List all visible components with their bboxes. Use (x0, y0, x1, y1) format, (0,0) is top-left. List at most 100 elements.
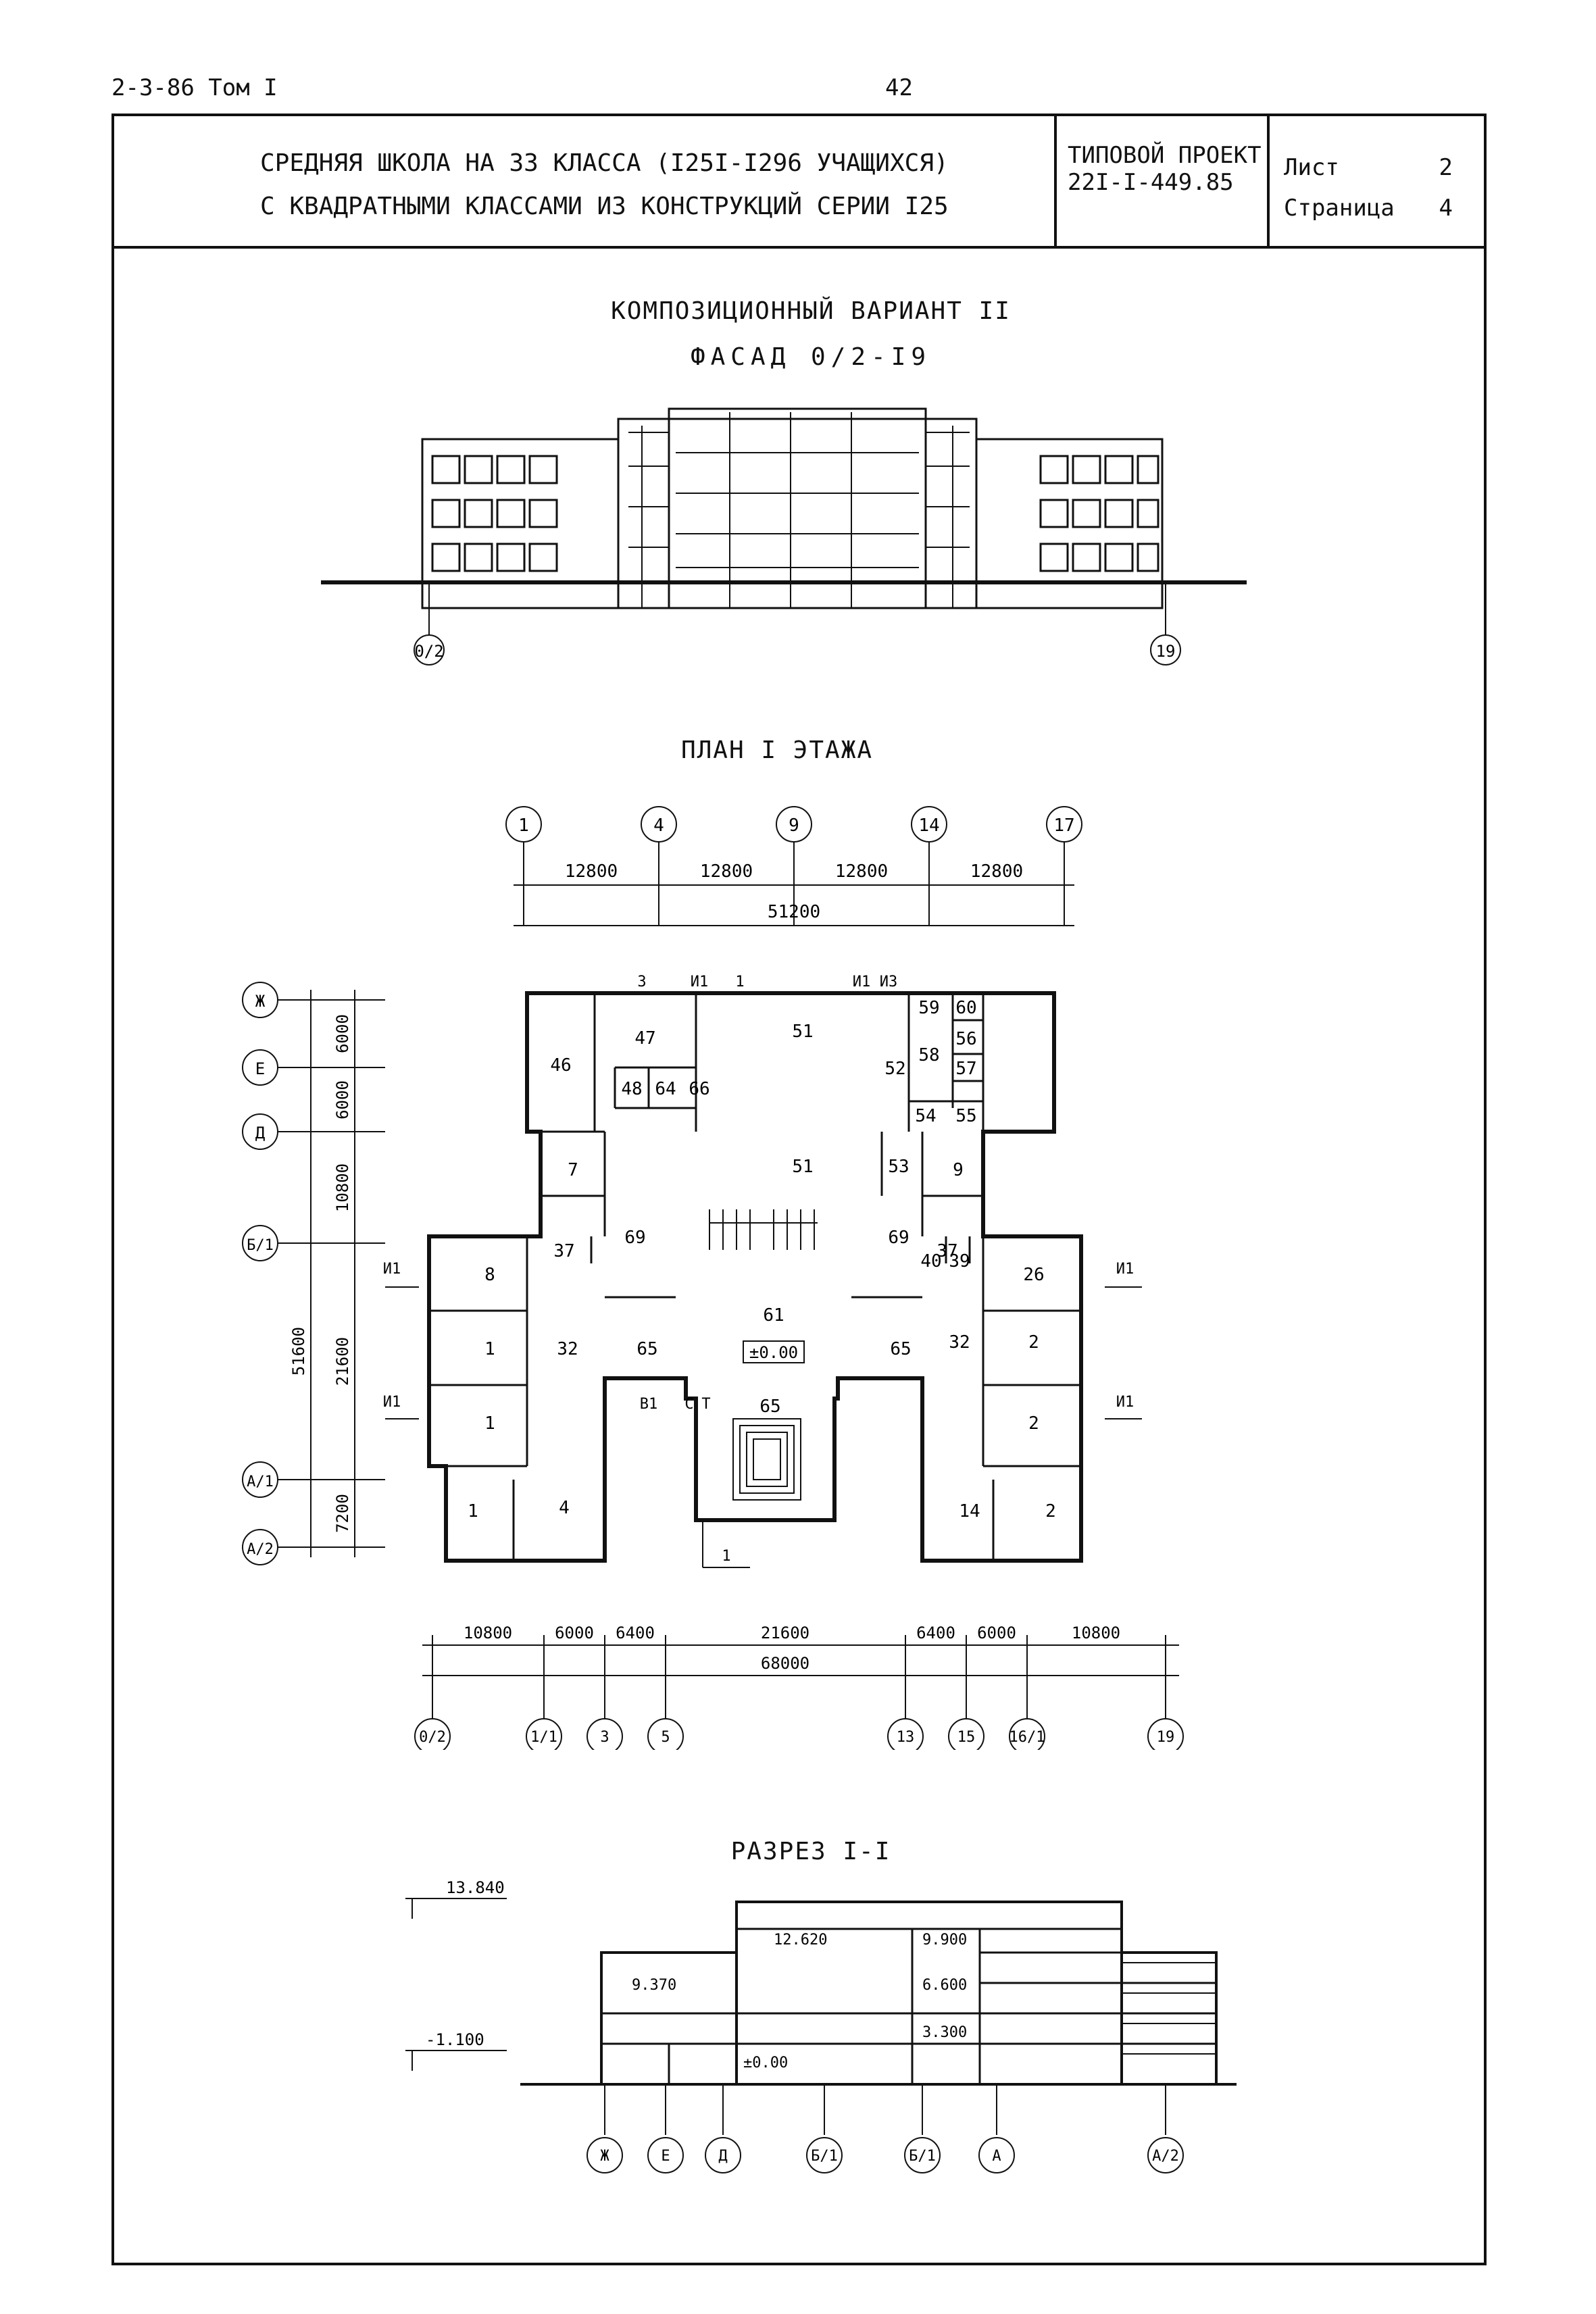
room-number: 64 (655, 1079, 676, 1099)
section-axis-label: А (992, 2148, 1001, 2165)
top-dimension: 12800 (565, 861, 618, 882)
room-number: 57 (955, 1059, 976, 1079)
entry-mark: И1 (853, 974, 871, 990)
left-dimension: 21600 (333, 1337, 352, 1386)
bottom-axis-label: 15 (957, 1729, 976, 1746)
room-number: 51 (792, 1022, 813, 1042)
bottom-dimension: 6000 (977, 1624, 1016, 1642)
bottom-total-dimension: 68000 (761, 1654, 809, 1673)
level-mark: 12.620 (774, 1932, 827, 1948)
room-number: 69 (624, 1228, 645, 1248)
entry-mark: И1 (383, 1394, 401, 1411)
sheet-info: Лист 2 Страница 4 (1284, 147, 1453, 228)
top-axis-label: 14 (918, 815, 939, 836)
room-number: 52 (884, 1059, 905, 1079)
project-label: ТИПОВОЙ ПРОЕКТ (1068, 142, 1262, 169)
level-box (743, 1340, 805, 1363)
level-mark: 6.600 (922, 1977, 967, 1994)
room-number: 48 (621, 1079, 642, 1099)
section-axis-label: Б/1 (909, 2148, 936, 2165)
bottom-dimension: 6400 (916, 1624, 955, 1642)
bottom-axis-label: 19 (1157, 1729, 1175, 1746)
sheet-value: 2 (1439, 154, 1453, 181)
level-mark: 3.300 (922, 2024, 967, 2041)
room-number: 60 (955, 998, 976, 1018)
room-number: 2 (1045, 1501, 1056, 1521)
top-axis-label: 1 (518, 815, 529, 836)
page-number: 42 (885, 74, 913, 101)
project-code: 22I-I-449.85 (1068, 169, 1234, 196)
entry-mark: И1 (1116, 1261, 1134, 1278)
left-axis-label: Ж (255, 992, 266, 1011)
room-number: 66 (689, 1079, 709, 1099)
room-number: 1 (484, 1339, 495, 1359)
room-number: 40 (920, 1251, 941, 1272)
room-number: 54 (915, 1106, 936, 1126)
top-dimension: 12800 (970, 861, 1023, 882)
page-value: 4 (1439, 195, 1453, 222)
bottom-dimension: 10800 (464, 1624, 512, 1642)
entry-mark: И1 (383, 1261, 401, 1278)
bottom-axis-label: 5 (661, 1729, 670, 1746)
room-number: 53 (888, 1157, 909, 1177)
left-dimension: 7200 (333, 1494, 352, 1533)
project-id: ТИПОВОЙ ПРОЕКТ 22I-I-449.85 (1068, 142, 1262, 196)
sheet-label: Лист (1284, 154, 1339, 181)
room-number: 59 (918, 998, 939, 1018)
entry-mark: И1 (1116, 1394, 1134, 1411)
plan-caption: ПЛАН I ЭТАЖА (680, 736, 874, 764)
room-number: 2 (1028, 1332, 1039, 1353)
room-number: 32 (557, 1339, 578, 1359)
room-number: 14 (959, 1501, 980, 1521)
title-divider (1267, 114, 1270, 249)
room-number: 61 (763, 1305, 784, 1326)
drawing-title: СРЕДНЯЯ ШКОЛА НА 33 КЛАССА (I25I-I296 УЧ… (260, 142, 949, 228)
bottom-axis-label: 13 (897, 1729, 915, 1746)
entry-mark: 3 (637, 974, 646, 990)
section-axis-label: Е (661, 2148, 670, 2165)
section-mark: 1 (735, 974, 744, 990)
entry-mark: Т (701, 1396, 710, 1413)
room-number: 9 (953, 1160, 964, 1180)
left-axis-label: Д (255, 1124, 266, 1142)
variant-caption: КОМПОЗИЦИОННЫЙ ВАРИАНТ II (611, 297, 1011, 325)
bottom-dimension: 6000 (555, 1624, 594, 1642)
title-divider (1054, 114, 1057, 249)
level-mark: 9.900 (922, 1932, 967, 1948)
title-line-2: С КВАДРАТНЫМИ КЛАССАМИ ИЗ КОНСТРУКЦИЙ СЕ… (260, 193, 949, 220)
section-axis-label: А/2 (1152, 2148, 1179, 2165)
room-number: 58 (918, 1045, 939, 1065)
axis-label: 19 (1156, 642, 1176, 661)
section-axis-label: Д (718, 2148, 727, 2165)
room-number: 8 (484, 1265, 495, 1285)
left-dimension: 6000 (333, 1014, 352, 1053)
bottom-dimension: 6400 (616, 1624, 655, 1642)
left-axis-label: А/2 (247, 1541, 274, 1558)
section-mark: 1 (722, 1548, 730, 1565)
facade-caption: ФАСАД 0/2-I9 (690, 343, 932, 371)
room-number: 56 (955, 1029, 976, 1049)
bottom-dimension: 10800 (1072, 1624, 1120, 1642)
top-axis-label: 17 (1053, 815, 1074, 836)
top-dimension: 12800 (700, 861, 753, 882)
room-number: 32 (949, 1332, 970, 1353)
room-number: 46 (550, 1055, 571, 1076)
left-dimension: 10800 (333, 1163, 352, 1212)
axis-marker (1150, 634, 1181, 665)
document-code: 2-3-86 Том I (111, 74, 278, 101)
axis-label: 0/2 (414, 642, 443, 661)
bottom-axis-label: 1/1 (530, 1729, 557, 1746)
floor-plan: 1 4 9 14 17 12800 12800 12800 12800 5120… (242, 806, 1184, 1750)
room-number: 55 (955, 1106, 976, 1126)
axis-marker (414, 634, 445, 665)
level-mark: ±0.00 (743, 2055, 788, 2071)
section-axis-label: Б/1 (811, 2148, 838, 2165)
page-label: Страница (1284, 195, 1395, 222)
entry-mark: В1 (640, 1396, 658, 1413)
room-number: 7 (568, 1160, 578, 1180)
bottom-dimension: 21600 (761, 1624, 809, 1642)
room-number: 65 (637, 1339, 657, 1359)
room-number: 37 (553, 1241, 574, 1261)
top-total-dimension: 51200 (768, 902, 820, 922)
room-number: 37 (937, 1241, 957, 1261)
